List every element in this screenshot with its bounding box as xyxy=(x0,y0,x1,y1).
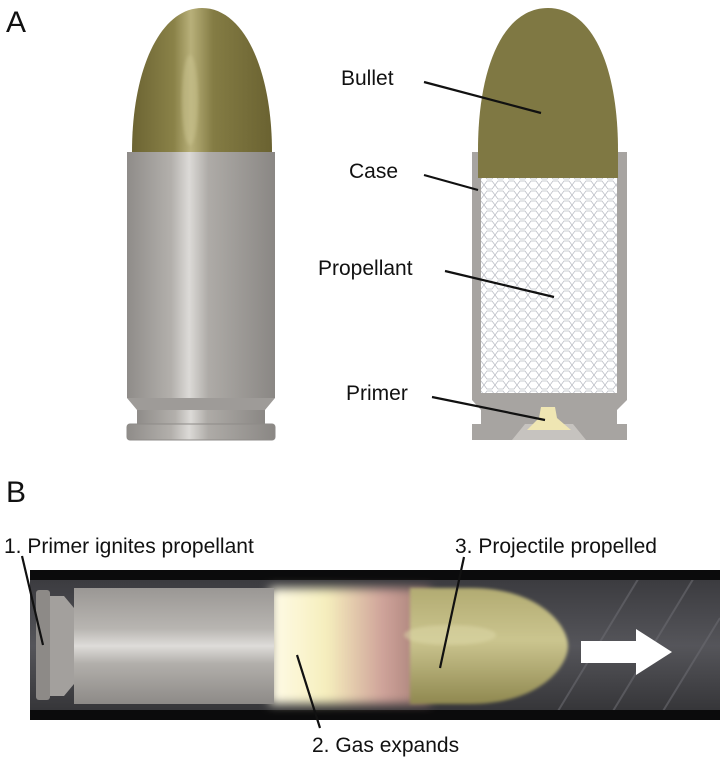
panel-b-letter: B xyxy=(6,476,26,509)
label-step1: 1. Primer ignites propellant xyxy=(4,535,254,558)
leader-primer xyxy=(431,395,546,422)
leader-case xyxy=(423,173,479,192)
label-primer: Primer xyxy=(346,382,408,405)
label-case: Case xyxy=(349,160,398,183)
exterior-case-neck xyxy=(127,398,275,410)
expanding-gas xyxy=(270,588,430,704)
exterior-bullet xyxy=(132,8,272,152)
label-bullet: Bullet xyxy=(341,67,394,90)
label-step2: 2. Gas expands xyxy=(312,734,459,757)
barrel-bottom-wall xyxy=(30,710,720,720)
leader-step1 xyxy=(20,555,45,646)
leader-propellant xyxy=(444,269,555,299)
exterior-case-rim xyxy=(126,423,276,441)
section-bullet xyxy=(478,8,618,178)
label-propellant: Propellant xyxy=(318,257,413,280)
motion-arrow-icon xyxy=(581,629,672,675)
leader-bullet xyxy=(423,80,542,115)
exterior-case-body xyxy=(127,152,275,398)
projectile xyxy=(404,588,568,704)
panel-a-letter: A xyxy=(6,6,26,39)
spent-case xyxy=(36,588,274,704)
section-primer xyxy=(527,407,571,430)
label-step3: 3. Projectile propelled xyxy=(455,535,657,558)
section-case-wall-left xyxy=(472,152,481,400)
cartridge-exterior xyxy=(126,8,276,441)
section-case-wall-right xyxy=(617,152,627,400)
leader-step3 xyxy=(438,556,466,669)
leader-step2 xyxy=(295,654,322,729)
panel-b-leaders xyxy=(20,555,466,729)
barrel-top-wall xyxy=(30,570,720,580)
cartridge-cross-section xyxy=(472,8,627,440)
panel-a-leaders xyxy=(423,80,555,422)
